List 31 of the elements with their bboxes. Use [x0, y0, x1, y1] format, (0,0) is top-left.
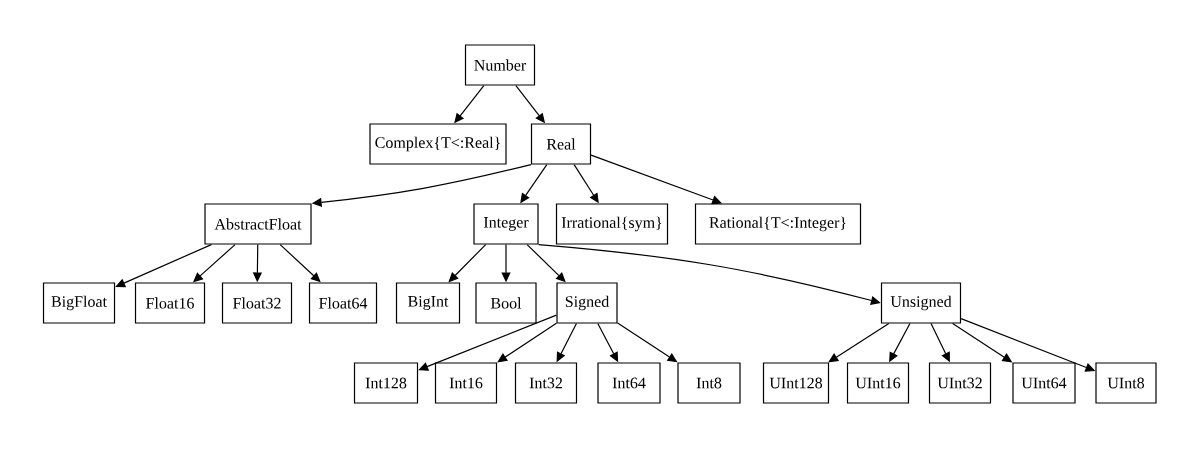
arrow: [538, 244, 881, 305]
arrow: [497, 322, 557, 363]
arrow: [828, 323, 890, 363]
type-box: Real: [530, 123, 592, 165]
type-box: Int32: [514, 362, 578, 404]
type-box: Unsigned: [880, 282, 962, 324]
type-box: Int128: [353, 362, 419, 404]
type-box: Number: [464, 44, 536, 86]
type-box: UInt32: [928, 362, 992, 404]
type-box: AbstractFloat: [204, 203, 312, 245]
arrow: [418, 314, 557, 371]
type-box: Signed: [556, 282, 618, 324]
type-box: Int64: [597, 362, 661, 404]
type-box: BigInt: [395, 282, 461, 324]
type-box: Int8: [677, 362, 741, 404]
type-box: Complex{T<:Real}: [369, 123, 507, 165]
type-box: UInt16: [846, 362, 910, 404]
type-box: UInt8: [1095, 362, 1157, 404]
arrow: [115, 244, 212, 288]
type-box: Float64: [308, 282, 378, 324]
type-box: Irrational{sym}: [555, 203, 669, 245]
type-box: Int16: [434, 362, 498, 404]
type-box: Integer: [473, 203, 539, 245]
type-box: Float32: [221, 282, 293, 324]
type-box: Rational{T<:Integer}: [694, 203, 862, 245]
type-box: Bool: [475, 282, 537, 324]
type-box: UInt64: [1012, 362, 1076, 404]
type-box: UInt128: [762, 362, 830, 404]
type-box: Float16: [134, 282, 206, 324]
arrow: [193, 244, 236, 283]
type-box: BigFloat: [42, 282, 116, 324]
